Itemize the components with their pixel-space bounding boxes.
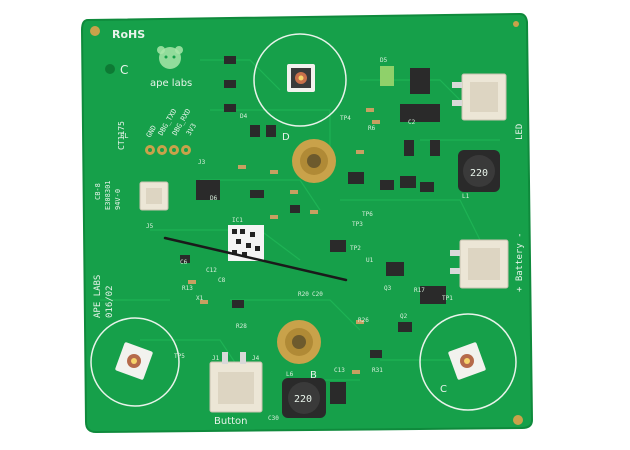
corner-pad: [513, 21, 519, 27]
ref-j4: J4: [252, 355, 260, 362]
smd-components: [180, 56, 446, 404]
ref-r28: R28: [236, 323, 247, 330]
led-letter-b: B: [310, 370, 317, 381]
rohs-label: RoHS: [112, 28, 145, 41]
ref-tp5: TP5: [174, 353, 185, 360]
connector-j5: [139, 181, 169, 211]
serial-label: 016/02: [105, 285, 115, 318]
ref-c8: C8: [218, 277, 226, 284]
vendor-label: APE LABS: [93, 275, 103, 318]
ref-r13: R13: [182, 285, 193, 292]
connector-led: [452, 73, 507, 121]
inductor-l1: [458, 150, 500, 192]
ref-r26: R26: [358, 317, 369, 324]
ref-tp2: TP2: [350, 245, 361, 252]
passive-components: [188, 108, 380, 374]
mount-hole: [105, 64, 115, 74]
ref-j1: J1: [212, 355, 220, 362]
gold-pad-lower: [277, 320, 321, 364]
ref-r31: R31: [372, 367, 383, 374]
c-mark: C: [120, 63, 128, 77]
debug-header-pads: [145, 145, 191, 155]
code-ct: CT1175: [117, 121, 126, 150]
ref-d6: D6: [210, 195, 218, 202]
ref-j5: J5: [146, 223, 154, 230]
ref-r20: R20: [298, 291, 309, 298]
ref-c2: C2: [408, 119, 416, 126]
ref-j3: J3: [198, 159, 206, 166]
corner-pad: [513, 415, 523, 425]
ref-c12: C12: [206, 267, 217, 274]
ref-l1: L1: [462, 193, 470, 200]
led-letter-c: C: [440, 384, 447, 395]
ref-r6: R6: [368, 125, 376, 132]
antenna-wire: [163, 236, 348, 282]
ref-c20: C20: [312, 291, 323, 298]
corner-pad: [90, 26, 100, 36]
ref-tp4: TP4: [340, 115, 351, 122]
code-cb: CB-8: [94, 183, 102, 200]
gold-pad-upper: [292, 139, 336, 183]
button-connector-label: Button: [214, 416, 248, 427]
ref-x1: X1: [196, 295, 204, 302]
ref-c13: C13: [334, 367, 345, 374]
ref-d4: D4: [240, 113, 248, 120]
inductor-l6-marking: 220: [294, 394, 312, 405]
ref-c6: C6: [180, 259, 188, 266]
brand-label: ape labs: [150, 78, 192, 89]
ref-q3: Q3: [384, 285, 392, 292]
code-94v: 94V-0: [114, 189, 122, 210]
ref-tp1: TP1: [442, 295, 453, 302]
battery-connector-label: + Battery -: [515, 232, 525, 292]
ref-c30: C30: [268, 415, 279, 422]
connector-button: [209, 352, 263, 413]
ref-ic1: IC1: [232, 217, 243, 224]
inductor-l1-marking: 220: [470, 168, 488, 179]
ref-q2: Q2: [400, 313, 408, 320]
ref-tp3: TP3: [352, 221, 363, 228]
led-letter-d: D: [282, 132, 290, 143]
ref-r17: R17: [414, 287, 425, 294]
ref-u1: U1: [366, 257, 374, 264]
led-ring-top: [253, 33, 347, 127]
monkey-logo: [157, 46, 183, 69]
led-connector-label: LED: [515, 124, 525, 140]
led-ring-left: [90, 317, 180, 407]
ref-l6: L6: [286, 371, 294, 378]
ref-d5: D5: [380, 57, 388, 64]
ref-tp6: TP6: [362, 211, 373, 218]
inductor-l6: [282, 378, 326, 418]
code-fl: FL: [120, 132, 128, 140]
connector-battery: [450, 239, 509, 289]
led-ring-right: [419, 313, 517, 411]
code-e: E308301: [104, 180, 112, 210]
